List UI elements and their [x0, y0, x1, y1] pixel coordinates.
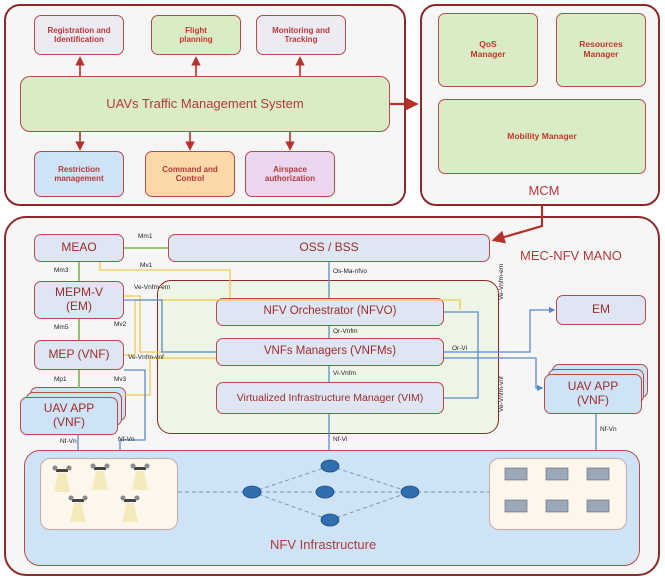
server-icon [545, 467, 569, 481]
meao-box: MEAO [34, 234, 124, 262]
network-links [178, 465, 489, 521]
server-icon [504, 499, 528, 513]
flight-planning-label: Flight planning [179, 25, 213, 44]
utm-system-label: UAVs Traffic Management System [106, 95, 304, 111]
mepm-v-box: MEPM-V (EM) [34, 281, 124, 319]
ref-ve-vnfm-em-right: Ve-Vnfm-em [498, 263, 505, 300]
ref-mv2: Mv2 [114, 321, 127, 328]
uav-app-right-box: UAV APP (VNF) [544, 374, 642, 414]
yellow-links [99, 262, 461, 396]
mobility-manager-box: Mobility Manager [438, 99, 646, 174]
monitoring-label: Monitoring and Tracking [272, 25, 330, 44]
utm-system-box: UAVs Traffic Management System [20, 76, 390, 132]
uav-app-left-label: UAV APP (VNF) [43, 401, 95, 429]
restriction-box: Restriction management [34, 151, 124, 197]
ref-mm5: Mm5 [54, 324, 69, 331]
em-box: EM [556, 295, 646, 325]
vim-label: Virtualized Infrastructure Manager (VIM) [236, 391, 424, 404]
command-label: Command and Control [162, 164, 218, 183]
mep-box: MEP (VNF) [34, 340, 124, 370]
drone-icons [52, 463, 150, 522]
monitoring-box: Monitoring and Tracking [256, 15, 346, 55]
server-icon [545, 499, 569, 513]
drone-icon [120, 495, 140, 522]
blue-links [77, 262, 597, 450]
qos-manager-label: QoS Manager [470, 39, 506, 59]
ref-nfvn-left: Nf-Vn [60, 438, 77, 445]
server-icon [586, 467, 610, 481]
vnfm-box: VNFs Managers (VNFMs) [216, 338, 444, 366]
utm-arrows [75, 56, 544, 244]
vim-box: Virtualized Infrastructure Manager (VIM) [216, 382, 444, 414]
restriction-label: Restriction management [54, 164, 104, 183]
server-icons [504, 467, 610, 513]
router-icon [315, 485, 335, 499]
ref-vi-vnfm: Vi-Vnfm [333, 370, 356, 377]
drone-icon [68, 495, 88, 522]
airspace-label: Airspace authorization [264, 164, 316, 183]
ref-nfvi: Nf-Vi [333, 436, 348, 443]
mobility-manager-label: Mobility Manager [507, 130, 577, 141]
registration-box: Registration and Identification [34, 15, 124, 55]
nfvo-box: NFV Orchestrator (NFVO) [216, 298, 444, 326]
mcm-title: MCM [528, 183, 560, 198]
em-label: EM [592, 302, 610, 317]
ref-or-vnfm: Or-Vnfm [333, 328, 358, 335]
ref-mv1: Mv1 [140, 262, 153, 269]
resources-manager-box: Resources Manager [556, 13, 646, 87]
flight-planning-box: Flight planning [151, 15, 241, 55]
drone-icon [52, 465, 72, 492]
command-box: Command and Control [145, 151, 235, 197]
registration-label: Registration and Identification [47, 25, 111, 44]
router-icon [400, 485, 420, 499]
ref-mv3: Mv3 [114, 376, 127, 383]
resources-manager-label: Resources Manager [579, 39, 623, 59]
server-icon [504, 467, 528, 481]
ref-os-ma-nfvo: Os-Ma-nfvo [333, 268, 367, 275]
nfvi-title: NFV Infrastructure [270, 537, 377, 552]
vnfm-label: VNFs Managers (VNFMs) [263, 345, 397, 358]
router-icon [242, 485, 262, 499]
ref-ve-vnfm-vnf-left: Ve-Vnfm-vnf [128, 354, 164, 361]
uav-app-right-label: UAV APP (VNF) [567, 379, 619, 407]
ref-mm1: Mm1 [138, 233, 153, 240]
qos-manager-box: QoS Manager [438, 13, 538, 87]
ref-mp1: Mp1 [54, 376, 67, 383]
green-links [78, 247, 168, 388]
meao-label: MEAO [61, 240, 97, 255]
router-icon [320, 513, 340, 527]
mep-label: MEP (VNF) [48, 347, 110, 362]
mano-title: MEC-NFV MANO [520, 248, 622, 263]
mepm-v-label: MEPM-V (EM) [55, 285, 103, 313]
server-icon [586, 499, 610, 513]
router-icon [320, 459, 340, 473]
oss-bss-box: OSS / BSS [168, 234, 490, 262]
oss-bss-label: OSS / BSS [299, 240, 359, 255]
router-icons [242, 459, 420, 527]
ref-mm3: Mm3 [54, 267, 69, 274]
ref-or-vi: Or-Vi [452, 345, 468, 352]
ref-ve-vnfm-em-left: Ve-Vnfm-em [134, 284, 171, 291]
airspace-box: Airspace authorization [245, 151, 335, 197]
drone-icon [130, 463, 150, 490]
drone-icon [90, 463, 110, 490]
nfvo-label: NFV Orchestrator (NFVO) [263, 305, 397, 318]
ref-nfvn-right: Nf-Vn [600, 426, 617, 433]
ref-ve-vnfm-vnf-right: Ve-Vnfm-vnf [498, 376, 505, 412]
ref-nfvn-mid: Nf-Vn [118, 436, 135, 443]
uav-app-left-box: UAV APP (VNF) [20, 397, 118, 435]
